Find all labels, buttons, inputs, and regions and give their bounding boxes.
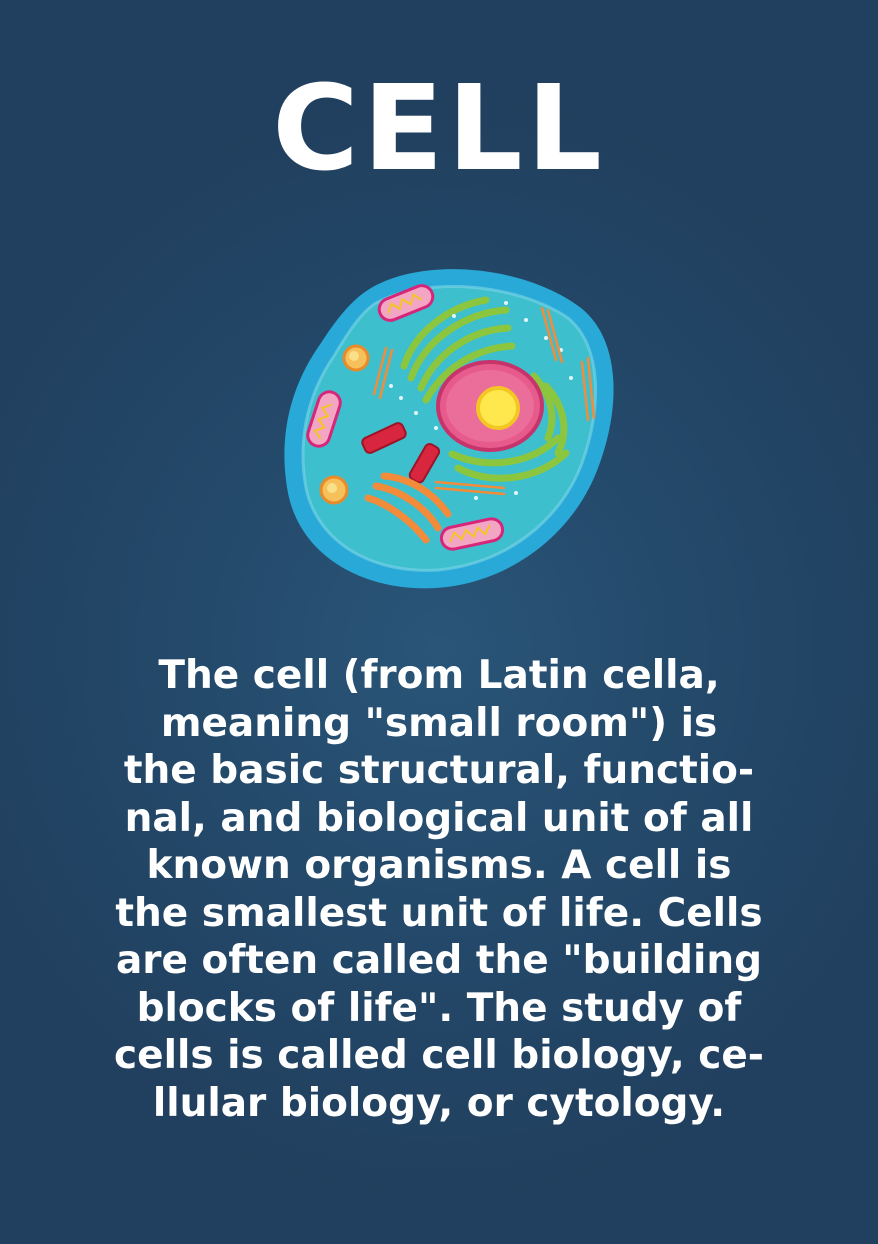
description: The cell (from Latin cella, meaning "sma…	[70, 652, 808, 1127]
animal-cell-icon	[284, 269, 614, 589]
golgi-apparatus	[400, 296, 570, 482]
centrioles	[361, 422, 441, 484]
description-line: the smallest unit of life. Cells	[115, 890, 763, 936]
lysosomes	[319, 344, 370, 505]
cytoskeleton-fibers	[372, 306, 596, 496]
description-line: meaning "small room") is	[160, 700, 718, 746]
description-line: known organisms. A cell is	[146, 843, 732, 888]
ribosome-dots	[389, 301, 573, 500]
description-line: the basic structural, functio-	[123, 748, 755, 793]
description-line: llular biology, or cytology.	[152, 1080, 726, 1126]
page-title: CELL	[272, 59, 606, 197]
nucleolus	[476, 386, 520, 430]
description-line: cells is called cell biology, ce-	[114, 1033, 764, 1078]
description-line: are often called the "building	[115, 938, 763, 983]
description-line: The cell (from Latin cella,	[158, 653, 720, 698]
description-line: nal, and biological unit of all	[124, 795, 754, 841]
mitochondria	[306, 284, 505, 551]
endoplasmic-reticulum	[364, 472, 452, 544]
description-line: blocks of life". The study of	[136, 985, 742, 1031]
